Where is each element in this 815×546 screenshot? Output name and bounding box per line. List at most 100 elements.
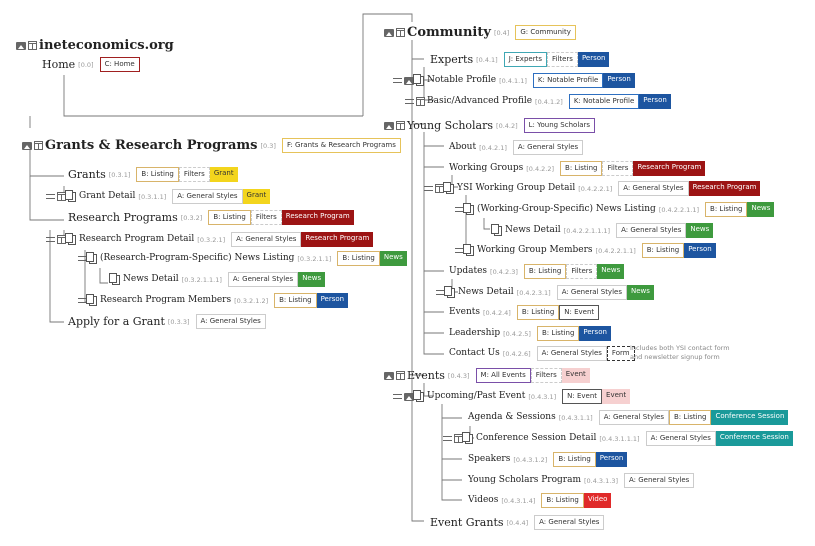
tag-b: B: Listing xyxy=(516,305,560,320)
tag-news: News xyxy=(626,285,654,300)
tag-a: A: General Styles xyxy=(195,314,266,329)
contact-note-line-1: Includes both YSI contact form xyxy=(630,344,730,352)
tag-b: B: Listing xyxy=(560,161,603,176)
tag-filt: Filters xyxy=(250,210,282,225)
tag-a: A: General Styles xyxy=(227,272,299,287)
ysi-wg-detail-node: YSI Working Group Detail[0.4.2.2.1]A: Ge… xyxy=(424,181,761,196)
tag-conf: Conference Session xyxy=(711,410,789,425)
node-code: [0.4.2.2] xyxy=(526,164,555,173)
tag-rp: Research Program xyxy=(281,210,354,225)
tag-person: Person xyxy=(603,73,635,88)
node-label: Grants & Research Programs xyxy=(45,138,258,153)
node-label: Upcoming/Past Event xyxy=(427,391,526,401)
node-code: [0.4.3.1] xyxy=(528,392,557,401)
rp-members-node: Research Program Members[0.3.2.1.2]B: Li… xyxy=(78,293,349,308)
image-icon xyxy=(22,141,32,150)
tag-a: A: General Styles xyxy=(172,189,243,204)
node-label: Leadership xyxy=(449,328,501,338)
tag-a: A: General Styles xyxy=(618,181,689,196)
node-label: Contact Us xyxy=(449,348,500,358)
node-code: [0.3.3] xyxy=(167,317,190,326)
node-tags: A: General Styles xyxy=(624,473,695,488)
tag-person: Person xyxy=(684,243,716,258)
node-label: Home xyxy=(42,58,76,71)
node-tags: G: Community xyxy=(515,25,576,40)
contact-note-line-2: and newsletter signup form xyxy=(630,352,720,361)
tag-b: B: Listing xyxy=(705,202,748,217)
node-code: [0.4.3.1.4] xyxy=(501,496,536,505)
tag-person: Person xyxy=(316,293,349,308)
node-label: Working Group Members xyxy=(477,245,593,255)
tag-f: F: Grants & Research Programs xyxy=(281,138,401,153)
pages-icon xyxy=(65,232,76,245)
node-label: Community xyxy=(407,25,491,40)
tag-n: N: Event xyxy=(559,305,600,320)
grants-research-programs-node: Grants & Research Programs[0.3]F: Grants… xyxy=(22,138,401,153)
component-icon xyxy=(78,296,87,305)
apply-grant-node: Apply for a Grant[0.3.3]A: General Style… xyxy=(68,314,266,329)
component-icon xyxy=(46,192,55,201)
tag-a: A: General Styles xyxy=(512,140,584,155)
component-icon xyxy=(455,246,464,255)
node-code: [0.4.2] xyxy=(496,121,518,130)
tag-b: B: Listing xyxy=(523,264,567,279)
wg-news-detail-node: News Detail[0.4.2.2.1.1.1] A: General Sty… xyxy=(491,223,714,238)
node-label: Updates xyxy=(449,266,488,276)
image-icon xyxy=(404,392,414,401)
tag-a: A: General Styles xyxy=(616,223,687,238)
pages-icon xyxy=(86,251,97,264)
tag-b: B: Listing xyxy=(641,243,685,258)
template-icon xyxy=(396,371,405,380)
template-icon xyxy=(34,141,43,150)
node-code: [0.3.1.1] xyxy=(138,192,167,201)
node-label: News Detail xyxy=(505,225,561,235)
node-label: ineteconomics.org xyxy=(39,38,174,53)
wg-members-node: Working Group Members[0.4.2.2.1.1]B: Lis… xyxy=(455,243,716,258)
node-code: [0.4.2.1] xyxy=(479,143,507,152)
node-label: News Detail xyxy=(123,274,179,284)
node-code: [0.4.3.1.1] xyxy=(558,413,593,422)
node-tags: L: Young Scholars xyxy=(523,118,596,133)
node-code: [0.4.2.2.1.1] xyxy=(658,205,700,214)
component-icon xyxy=(424,184,433,193)
tag-event: Event xyxy=(602,389,631,404)
young-scholars-program-node: Young Scholars Program[0.4.3.1.3]A: Gene… xyxy=(468,473,695,488)
node-tags: F: Grants & Research Programs xyxy=(281,138,401,153)
component-icon xyxy=(78,254,87,263)
tag-n: N: Event xyxy=(562,389,603,404)
node-label: Basic/Advanced Profile xyxy=(427,96,533,106)
tag-form: Form xyxy=(606,346,635,361)
tag-news: News xyxy=(597,264,625,279)
template-icon xyxy=(28,41,37,50)
tag-filt: Filters xyxy=(178,167,210,182)
site-root-node: ineteconomics.org xyxy=(16,39,177,52)
node-label: Young Scholars xyxy=(407,119,494,132)
node-code: [0.4.2.2.1.1.1] xyxy=(563,226,611,235)
node-code: [0.4.1.2] xyxy=(535,97,563,106)
node-code: [0.4.1.1] xyxy=(499,76,527,85)
tag-b: B: Listing xyxy=(136,167,179,182)
tag-c: C: Home xyxy=(99,57,140,72)
tag-video: Video xyxy=(583,493,612,508)
node-code: [0.4.4] xyxy=(506,518,529,527)
pages-icon xyxy=(65,189,76,202)
rp-news-detail-node: News Detail[0.3.2.1.1.1]A: General Style… xyxy=(109,272,326,287)
node-tags: A: General Styles xyxy=(534,515,605,530)
tag-b: B: Listing xyxy=(669,410,712,425)
